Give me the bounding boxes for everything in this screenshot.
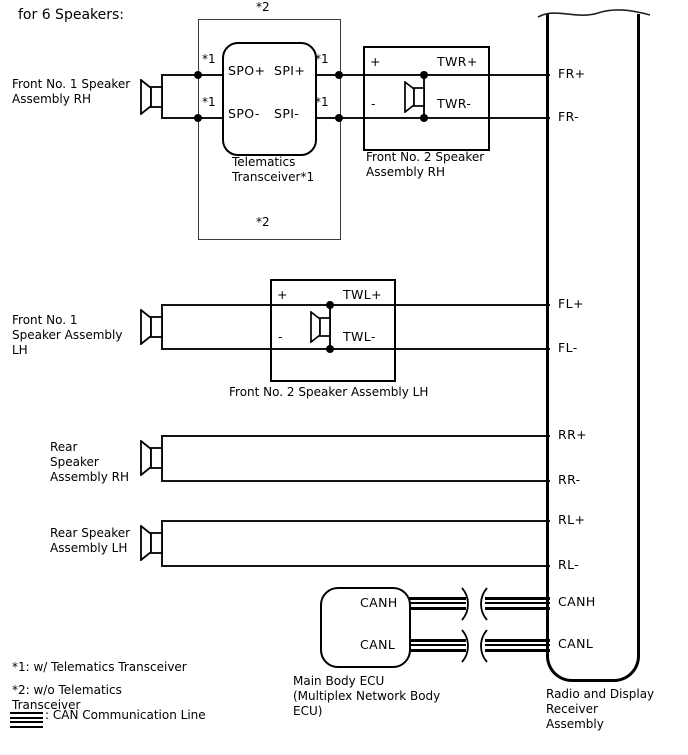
speaker-icon [140,309,163,345]
note-2-bottom: *2 [256,215,270,229]
label-main-body-ecu: Main Body ECU (Multiplex Network Body EC… [293,674,441,718]
terminal-ecu-canl: CANL [360,637,396,652]
label-front1-rh: Front No. 1 Speaker Assembly RH [12,77,131,106]
terminal-fr-minus: FR- [558,109,580,124]
speaker-icon [140,525,163,561]
terminal-minus: - [278,329,283,344]
speaker-icon [140,440,163,476]
telematics-transceiver-box [222,42,317,156]
front2-rh-box [363,46,490,151]
footnote-1: *1: w/ Telematics Transceiver [12,660,187,674]
break-mark-icon [461,629,469,663]
can-line-legend-icon [10,712,43,719]
break-mark-icon [480,587,488,621]
wire-rr-minus [162,480,550,482]
terminal-spo-plus: SPO+ [228,63,266,78]
terminal-ecu-canh: CANH [360,595,398,610]
wire-rr-plus [162,435,550,437]
terminal-fl-plus: FL+ [558,296,584,311]
terminal-spi-plus: SPI+ [274,63,306,78]
terminal-rr-plus: RR+ [558,427,588,442]
label-front2-rh: Front No. 2 Speaker Assembly RH [366,150,485,179]
terminal-rl-plus: RL+ [558,512,586,527]
can-line-legend-icon [10,721,43,728]
can-break-gap [466,593,485,614]
terminal-plus: + [370,54,381,69]
junction-dot [326,345,334,353]
note-1-marker: *1 [202,52,216,66]
junction-dot [194,71,202,79]
break-wave-icon [537,9,651,18]
terminal-minus: - [371,96,376,111]
wire-rl-minus [162,565,550,567]
junction-dot [335,71,343,79]
terminal-spi-minus: SPI- [274,106,300,121]
label-telematics: Telematics Transceiver*1 [232,155,315,184]
break-mark-icon [461,587,469,621]
wire-fr-minus [162,117,550,119]
note-1-marker: *1 [202,95,216,109]
wire-fl-minus [162,348,550,350]
terminal-radio-canl: CANL [558,636,594,651]
terminal-rr-minus: RR- [558,472,581,487]
footnote-2: *2: w/o Telematics Transceiver [12,683,122,712]
label-front1-lh: Front No. 1 Speaker Assembly LH [12,313,123,357]
wire-fr-plus [162,74,550,76]
tweeter-icon [404,81,425,113]
terminal-fr-plus: FR+ [558,66,586,81]
terminal-twl-plus: TWL+ [343,287,383,302]
label-front2-lh: Front No. 2 Speaker Assembly LH [229,385,429,399]
break-mark-icon [480,629,488,663]
front2-lh-box [270,279,396,382]
wire-rl-plus [162,520,550,522]
junction-dot [335,114,343,122]
terminal-fl-minus: FL- [558,340,578,355]
terminal-rl-minus: RL- [558,557,580,572]
can-legend-text: : CAN Communication Line [45,708,206,722]
tweeter-icon [310,311,331,343]
terminal-twr-minus: TWR- [437,96,472,111]
terminal-twl-minus: TWL- [343,329,376,344]
terminal-radio-canh: CANH [558,594,596,609]
label-radio-receiver: Radio and Display Receiver Assembly [546,687,655,731]
label-rear-lh: Rear Speaker Assembly LH [50,526,131,555]
main-body-ecu-box [320,587,411,668]
can-break-gap [466,635,485,656]
junction-dot [326,301,334,309]
terminal-plus: + [277,287,288,302]
label-rear-rh: Rear Speaker Assembly RH [50,440,130,484]
junction-dot [420,71,428,79]
junction-dot [194,114,202,122]
terminal-twr-plus: TWR+ [437,54,478,69]
wire-fl-plus [162,304,550,306]
diagram-title: for 6 Speakers: [18,7,125,23]
note-2-top: *2 [256,0,270,14]
note-1-marker: *1 [315,95,329,109]
bypass-route-box [198,19,341,240]
junction-dot [420,114,428,122]
radio-receiver-box [546,14,640,682]
note-1-marker: *1 [315,52,329,66]
speaker-icon [140,79,163,115]
terminal-spo-minus: SPO- [228,106,260,121]
